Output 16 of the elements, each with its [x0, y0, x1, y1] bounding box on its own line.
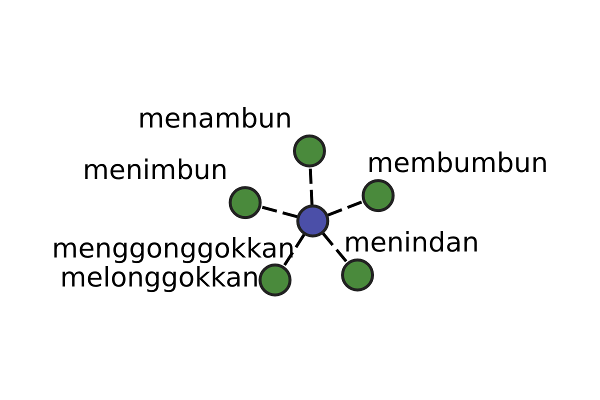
node-circle [361, 178, 394, 212]
connector [281, 233, 305, 268]
node-circle [228, 186, 262, 219]
connector [308, 166, 313, 204]
node-circle [258, 263, 292, 296]
node-label: menambun [138, 103, 292, 134]
node-label: melonggokkan [60, 262, 259, 294]
node-circle [292, 134, 326, 167]
node-label: menggonggokkan [51, 233, 294, 264]
connector [322, 232, 348, 264]
node-label: menindan [343, 227, 479, 258]
connector [326, 199, 364, 216]
node-label: membumbun [366, 148, 548, 179]
node-circle [296, 204, 329, 237]
node-circle [340, 258, 374, 291]
node-label: menimbun [82, 154, 228, 186]
